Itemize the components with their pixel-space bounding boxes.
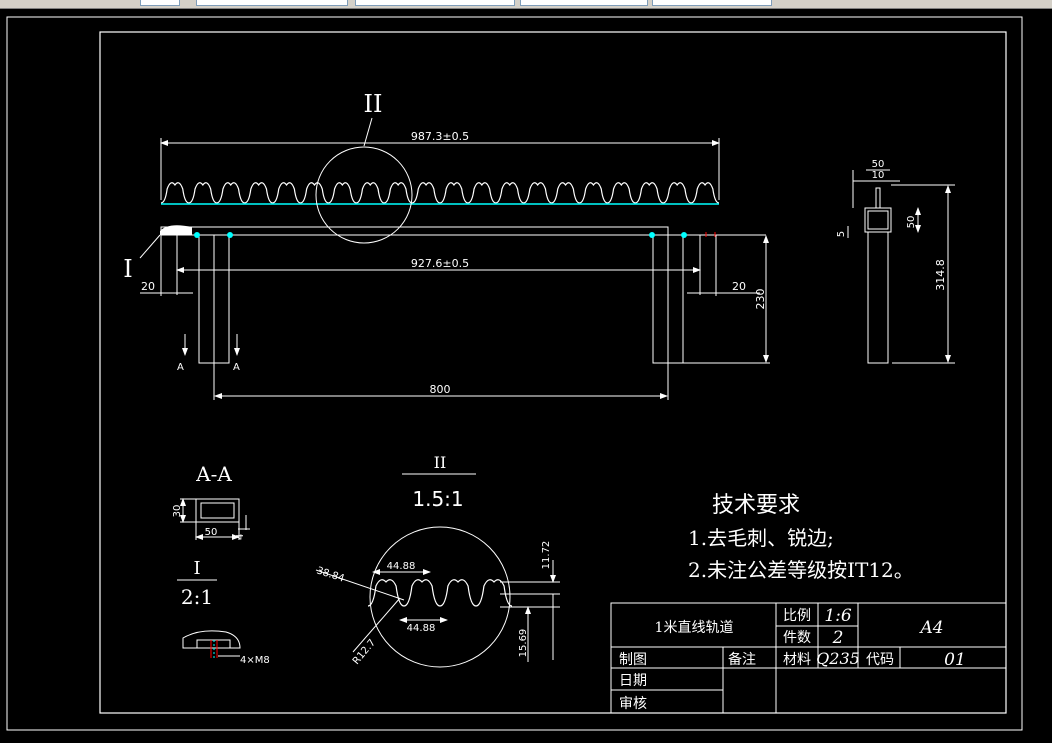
drawing-svg: II 987.3±0.5 I 927.6±0.5 20 20 230 800 A… [6, 16, 1023, 731]
section-aa [180, 498, 250, 540]
side-dim-width: 50 [872, 159, 885, 170]
detail-i-note: 4×M8 [240, 655, 270, 666]
title-block-remark-label: 备注 [728, 651, 756, 668]
side-view [847, 169, 955, 364]
section-aa-wall: 4 [235, 534, 246, 540]
section-aa-width: 50 [205, 527, 218, 538]
detail-ii-title: II [434, 453, 447, 472]
detail-ii-scale: 1.5:1 [412, 487, 463, 511]
title-block-review-label: 审核 [619, 696, 647, 712]
section-aa-title: A-A [195, 462, 232, 486]
cad-toolbar [0, 0, 1052, 9]
toolbar-icons[interactable] [140, 0, 180, 6]
title-block-sheet-size: A4 [918, 618, 943, 638]
detail-i-scale: 2:1 [181, 585, 213, 609]
tech-req-item-1: 1.去毛刺、锐边; [688, 526, 834, 550]
detail-ii-height2: 15.69 [518, 629, 529, 658]
title-block-scale-value: 1:6 [824, 606, 852, 626]
section-aa-height: 30 [172, 505, 183, 518]
inner-frame [99, 31, 1007, 714]
detail-ii-pitch1: 44.88 [387, 561, 416, 572]
detail-i-callout: I [123, 255, 132, 283]
side-dim-inner: 10 [872, 170, 885, 181]
title-block [610, 602, 1007, 714]
dim-mid-length: 927.6±0.5 [411, 257, 469, 270]
side-dim-tube: 50 [906, 216, 917, 229]
tech-requirements: 技术要求 1.去毛刺、锐边; 2.未注公差等级按IT12。 [688, 493, 914, 582]
toolbar-linetype-combo[interactable] [520, 0, 648, 6]
detail-ii-callout: II [364, 90, 383, 118]
side-dim-height: 314.8 [934, 259, 947, 291]
detail-ii-radius: R12.7 [351, 637, 378, 666]
drawing-canvas[interactable]: II 987.3±0.5 I 927.6±0.5 20 20 230 800 A… [0, 9, 1052, 739]
toolbar-lineweight-combo[interactable] [652, 0, 772, 6]
dim-right-offset: 20 [732, 280, 746, 293]
toolbar-layer-combo[interactable] [196, 0, 348, 6]
detail-ii-angle: 38.84 [315, 565, 346, 584]
toolbar-color-combo[interactable] [355, 0, 515, 6]
title-block-qty-label: 件数 [783, 630, 811, 646]
title-block-scale-label: 比例 [783, 608, 811, 624]
detail-i [177, 579, 241, 658]
tech-req-title: 技术要求 [712, 493, 800, 518]
section-marker-left: A [177, 362, 184, 373]
dim-left-offset: 20 [141, 280, 155, 293]
title-block-code-value: 01 [944, 650, 966, 670]
title-block-material-label: 材料 [783, 652, 811, 668]
front-view-labels: II 987.3±0.5 I 927.6±0.5 20 20 230 800 A… [123, 90, 767, 396]
dim-height: 230 [754, 289, 767, 310]
tech-req-item-2: 2.未注公差等级按IT12。 [688, 558, 914, 582]
title-block-drawn-label: 制图 [619, 652, 647, 668]
front-view [139, 117, 770, 400]
title-block-name: 1米直线轨道 [655, 619, 734, 636]
detail-ii [315, 473, 560, 668]
dim-top-length: 987.3±0.5 [411, 130, 469, 143]
title-block-material-value: Q235 [816, 649, 860, 668]
section-marker-right: A [233, 362, 240, 373]
title-block-date-label: 日期 [619, 673, 647, 689]
detail-i-title: I [193, 558, 200, 579]
detail-ii-pitch2: 44.88 [407, 623, 436, 634]
outer-frame [6, 16, 1023, 731]
side-dim-wall: 5 [836, 231, 847, 237]
title-block-qty-value: 2 [832, 628, 844, 648]
rack-teeth [160, 182, 720, 204]
detail-ii-height1: 11.72 [541, 541, 552, 570]
title-block-code-label: 代码 [866, 652, 894, 668]
dim-leg-spacing: 800 [430, 383, 451, 396]
